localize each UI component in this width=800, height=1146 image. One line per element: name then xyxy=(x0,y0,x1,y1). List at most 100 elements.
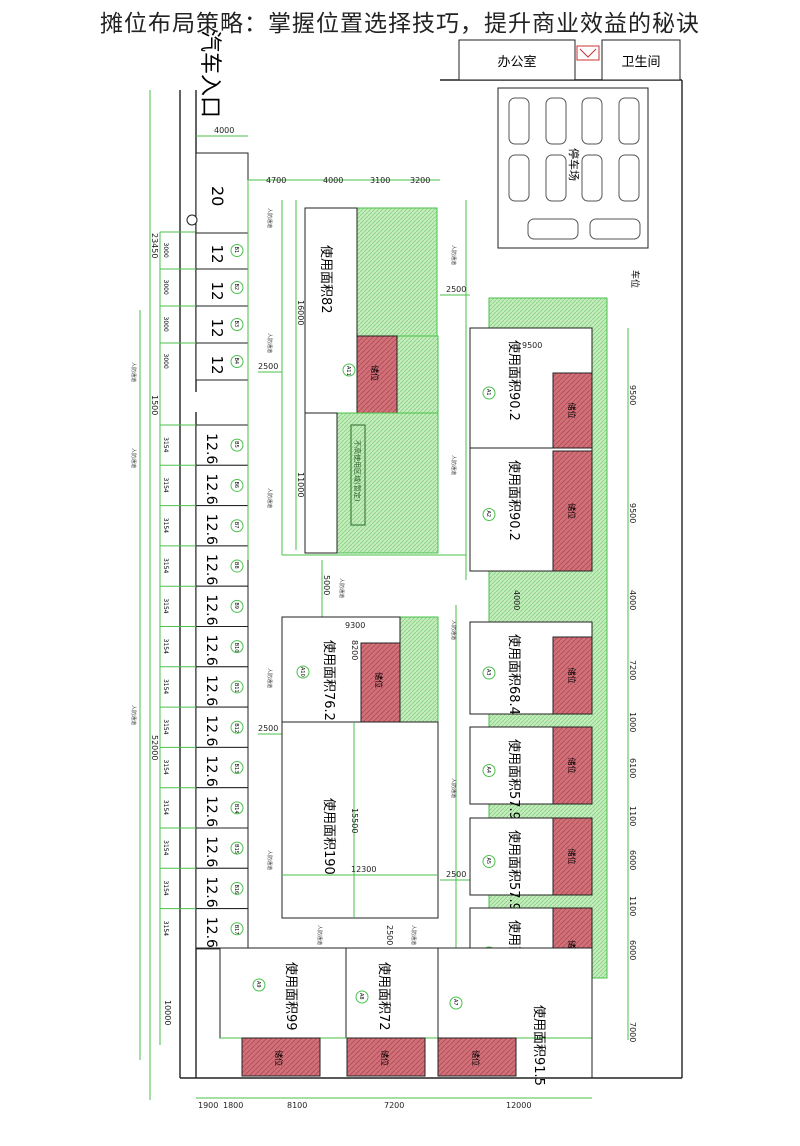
storage-label: 储位 xyxy=(567,503,577,519)
svg-text:人防通道: 人防通道 xyxy=(450,620,457,640)
b-stall-id: B3 xyxy=(233,321,239,328)
a9-storage xyxy=(241,1037,321,1077)
unit-c xyxy=(281,721,439,919)
b-stall-badge xyxy=(230,881,244,895)
svg-text:9500: 9500 xyxy=(628,503,637,523)
b-stall-badge xyxy=(230,680,244,694)
fire-zone-label: 不高使用区域(暂定) xyxy=(353,440,362,502)
a11-badge xyxy=(342,363,356,377)
storage-label: 储位 xyxy=(567,849,577,865)
stall-20-area: 20 xyxy=(208,186,227,206)
b-stall-id: B1 xyxy=(233,247,239,254)
toilet-label: 卫生间 xyxy=(621,55,660,70)
b-stall-area: 12 xyxy=(208,319,226,338)
svg-text:7200: 7200 xyxy=(384,1101,404,1110)
b-stall-badge xyxy=(230,244,244,257)
svg-text:1100: 1100 xyxy=(628,806,637,826)
b-stall-dim: 3000 xyxy=(162,243,169,258)
svg-text:12000: 12000 xyxy=(506,1101,531,1110)
svg-text:人防通道: 人防通道 xyxy=(266,488,273,508)
b-stall-dim: 3154 xyxy=(162,921,169,936)
b-stall-dim: 3154 xyxy=(162,558,169,573)
svg-text:人防通道: 人防通道 xyxy=(130,362,137,382)
b-stall-area: 12 xyxy=(208,356,226,375)
b-stall-badge xyxy=(230,761,244,775)
a7-badge xyxy=(449,996,463,1010)
svg-text:1500: 1500 xyxy=(150,395,159,415)
b-stall-dim: 3000 xyxy=(162,317,169,332)
b-stall-dim: 3154 xyxy=(162,639,169,654)
b-stall-area: 12.6 xyxy=(203,594,219,625)
b-stall-area: 12.6 xyxy=(203,554,219,585)
b-stall-dim: 3154 xyxy=(162,800,169,815)
svg-text:3100: 3100 xyxy=(370,176,390,185)
svg-text:15500: 15500 xyxy=(350,808,359,833)
dimension-lines xyxy=(139,90,629,1100)
svg-text:8100: 8100 xyxy=(287,1101,307,1110)
b-stall-area: 12.6 xyxy=(203,756,219,787)
svg-text:人防通道: 人防通道 xyxy=(338,578,345,598)
b-stall-area: 12.6 xyxy=(203,796,219,827)
car-entry-label: 车位 xyxy=(629,270,641,288)
svg-text:1800: 1800 xyxy=(223,1101,243,1110)
storage-area xyxy=(552,450,593,572)
svg-text:10000: 10000 xyxy=(163,1000,172,1025)
b-stall-area: 12.6 xyxy=(203,433,219,464)
b-stall-id: B12 xyxy=(233,723,239,733)
b-stall xyxy=(195,746,249,789)
a8-storage-label: 储位 xyxy=(380,1050,390,1066)
unit-badge xyxy=(482,386,496,400)
svg-text:4000: 4000 xyxy=(214,126,234,135)
svg-text:16000: 16000 xyxy=(296,300,305,325)
b-stall-id: B5 xyxy=(233,441,239,448)
b-stall-badge xyxy=(230,720,244,734)
b-stall-badge xyxy=(230,281,244,294)
a10-badge xyxy=(296,665,310,679)
a10-storage-label: 储位 xyxy=(374,672,384,688)
b-stall-area: 12.6 xyxy=(203,514,219,545)
a10-id: A10 xyxy=(299,667,305,677)
b-stall-area: 12.6 xyxy=(203,917,219,948)
stall-20 xyxy=(195,152,249,234)
a8-storage xyxy=(346,1037,426,1077)
b-stall-badge xyxy=(230,355,244,368)
unit-label: 使用面积90.2 xyxy=(506,460,522,541)
a11-storage-label: 储位 xyxy=(370,365,380,381)
b-stall-id: B15 xyxy=(233,844,239,854)
a10-green-zone xyxy=(399,616,439,723)
b-stall-dim: 3154 xyxy=(162,760,169,775)
svg-text:2500: 2500 xyxy=(258,362,278,371)
b-stall-badge xyxy=(230,801,244,815)
b-stall-area: 12 xyxy=(208,245,226,264)
svg-text:7000: 7000 xyxy=(628,1022,637,1042)
unit-a9 xyxy=(219,947,347,1039)
a7-id: A7 xyxy=(452,999,458,1006)
svg-text:52000: 52000 xyxy=(150,735,159,760)
svg-text:人防通道: 人防通道 xyxy=(266,850,273,870)
svg-text:人防通道: 人防通道 xyxy=(410,925,417,945)
a11-green-zone xyxy=(356,207,438,339)
b-stall-id: B9 xyxy=(233,602,239,609)
svg-text:2500: 2500 xyxy=(446,870,466,879)
a9-label: 使用面积99 xyxy=(283,962,299,1031)
b-stall-id: B17 xyxy=(233,925,239,935)
b-stall-dim: 3154 xyxy=(162,598,169,613)
unit-id: A1 xyxy=(485,389,491,396)
storage-label: 储位 xyxy=(567,668,577,684)
toilet-room xyxy=(601,39,681,81)
b-stall-badge xyxy=(230,841,244,855)
svg-text:2500: 2500 xyxy=(446,285,466,294)
unit-a11 xyxy=(304,207,358,414)
b-stall-badge xyxy=(230,599,244,613)
svg-text:4000: 4000 xyxy=(628,590,637,610)
svg-text:4000: 4000 xyxy=(512,590,521,610)
b-stall-area: 12.6 xyxy=(203,715,219,746)
a11-storage xyxy=(356,335,398,415)
svg-text:1900: 1900 xyxy=(198,1101,218,1110)
a9-storage-label: 储位 xyxy=(274,1050,284,1066)
b-stall xyxy=(195,585,249,628)
b-stall-area: 12.6 xyxy=(203,876,219,907)
storage-area xyxy=(552,726,593,805)
b-stall-id: B11 xyxy=(233,683,239,693)
